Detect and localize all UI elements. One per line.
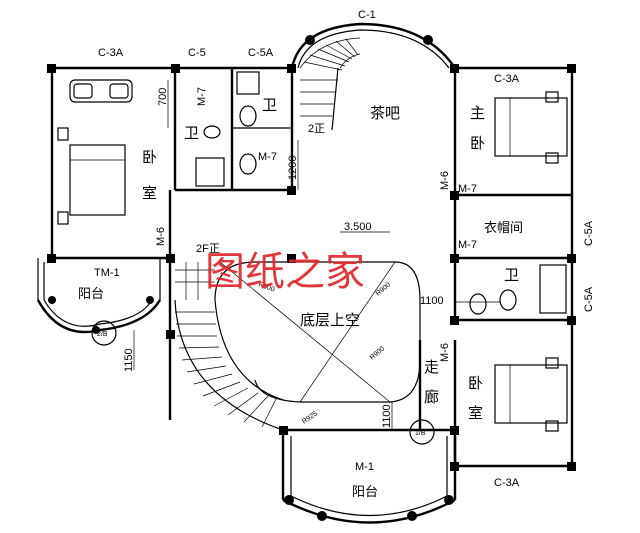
stair-up-left: 2F正 <box>196 243 220 255</box>
code-m7-b: M-7 <box>458 183 477 195</box>
radius-b: R900 <box>375 281 392 297</box>
room-bath-left-upper: 卫 <box>262 97 277 114</box>
code-c5: C-5 <box>188 47 206 59</box>
code-c3a-top-left: C-3A <box>98 47 124 59</box>
axis-marker-1b <box>409 419 435 445</box>
room-bedroom-right-1: 卧 <box>468 375 483 392</box>
room-cloakroom: 衣帽间 <box>484 220 523 235</box>
code-m6-mid: M-6 <box>439 171 451 190</box>
dimension-lines <box>133 80 500 430</box>
void-opening <box>214 261 421 403</box>
room-tea-bar: 茶吧 <box>370 105 400 122</box>
stair-up-top: 2正 <box>308 123 325 135</box>
radius-d: R925 <box>301 410 319 425</box>
room-bath-right: 卫 <box>504 267 519 284</box>
code-m1: M-1 <box>355 461 374 473</box>
dim-1200: 1200 <box>287 156 299 180</box>
outer-walls <box>36 22 574 524</box>
room-corridor-1: 走 <box>424 359 439 376</box>
code-m7-a: M-7 <box>196 87 208 106</box>
code-c5a-top: C-5A <box>248 47 274 59</box>
code-tm1: TM-1 <box>94 267 120 279</box>
axis-label-1b: 1/B <box>415 430 426 437</box>
room-bedroom-left-1: 卧 <box>142 149 157 166</box>
code-c3a-bottom: C-3A <box>494 477 520 489</box>
code-m6-right: M-6 <box>439 343 451 362</box>
axis-marker-2b <box>91 320 117 346</box>
code-c5a-right-2: C-5A <box>583 286 595 312</box>
code-c5a-right-1: C-5A <box>583 220 595 246</box>
room-balcony-left: 阳台 <box>78 286 104 301</box>
level-mark: 3.500 <box>344 221 372 233</box>
dim-1100-right: 1100 <box>420 295 444 307</box>
room-master-2: 卧 <box>470 135 485 152</box>
dim-1100-bottom: 1100 <box>381 404 393 428</box>
room-master-1: 主 <box>470 105 485 122</box>
dim-700: 700 <box>157 88 169 106</box>
watermark-text: 图纸之家 <box>205 249 365 295</box>
room-bedroom-right-2: 室 <box>468 405 483 422</box>
code-c1: C-1 <box>358 9 376 21</box>
code-m6-left: M-6 <box>155 227 167 246</box>
room-corridor-2: 廊 <box>424 389 439 406</box>
code-m7-d: M-7 <box>458 239 477 251</box>
furniture <box>57 71 568 432</box>
axis-label-2b: 2/B <box>97 331 108 338</box>
radius-c: R900 <box>369 345 386 361</box>
code-m7-c: M-7 <box>258 151 277 163</box>
code-c3a-top-right: C-3A <box>494 73 520 85</box>
room-bath-left-lower: 卫 <box>184 125 199 142</box>
room-balcony-bottom: 阳台 <box>352 484 378 499</box>
lower-spiral-stair <box>174 262 284 431</box>
top-spiral-stair <box>299 37 361 131</box>
room-bedroom-left-2: 室 <box>142 185 157 202</box>
dim-1150: 1150 <box>123 348 135 372</box>
structural-columns <box>47 35 576 521</box>
room-void: 底层上空 <box>300 312 360 329</box>
